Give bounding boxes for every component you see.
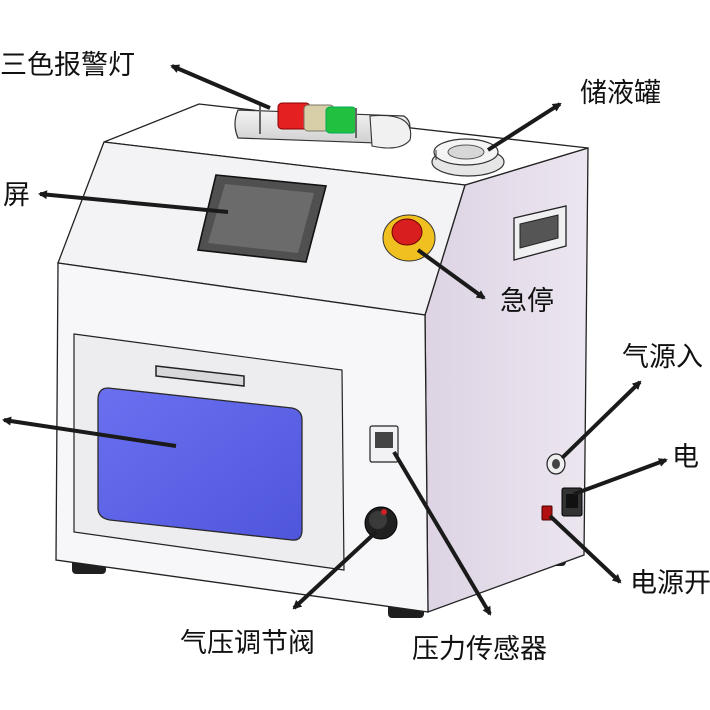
label-screen: 屏: [3, 182, 30, 209]
viewing-window: [98, 388, 302, 540]
label-storage-tank: 储液罐: [580, 80, 661, 107]
label-power-socket: 电: [672, 444, 699, 471]
emergency-stop-button: [383, 215, 435, 261]
label-tri-color-light: 三色报警灯: [0, 52, 135, 79]
label-emergency-stop: 急停: [500, 288, 554, 315]
pressure-sensor: [370, 426, 398, 462]
screen-display: [208, 184, 314, 253]
arrow-alarm-light: [172, 66, 270, 108]
label-power-switch: 电源开: [630, 570, 710, 597]
label-pressure-sensor: 压力传感器: [412, 636, 547, 663]
label-pressure-valve: 气压调节阀: [180, 630, 315, 657]
label-air-inlet: 气源入: [622, 344, 703, 371]
arrow-power-socket: [574, 460, 666, 494]
pressure-valve-knob: [365, 507, 397, 539]
